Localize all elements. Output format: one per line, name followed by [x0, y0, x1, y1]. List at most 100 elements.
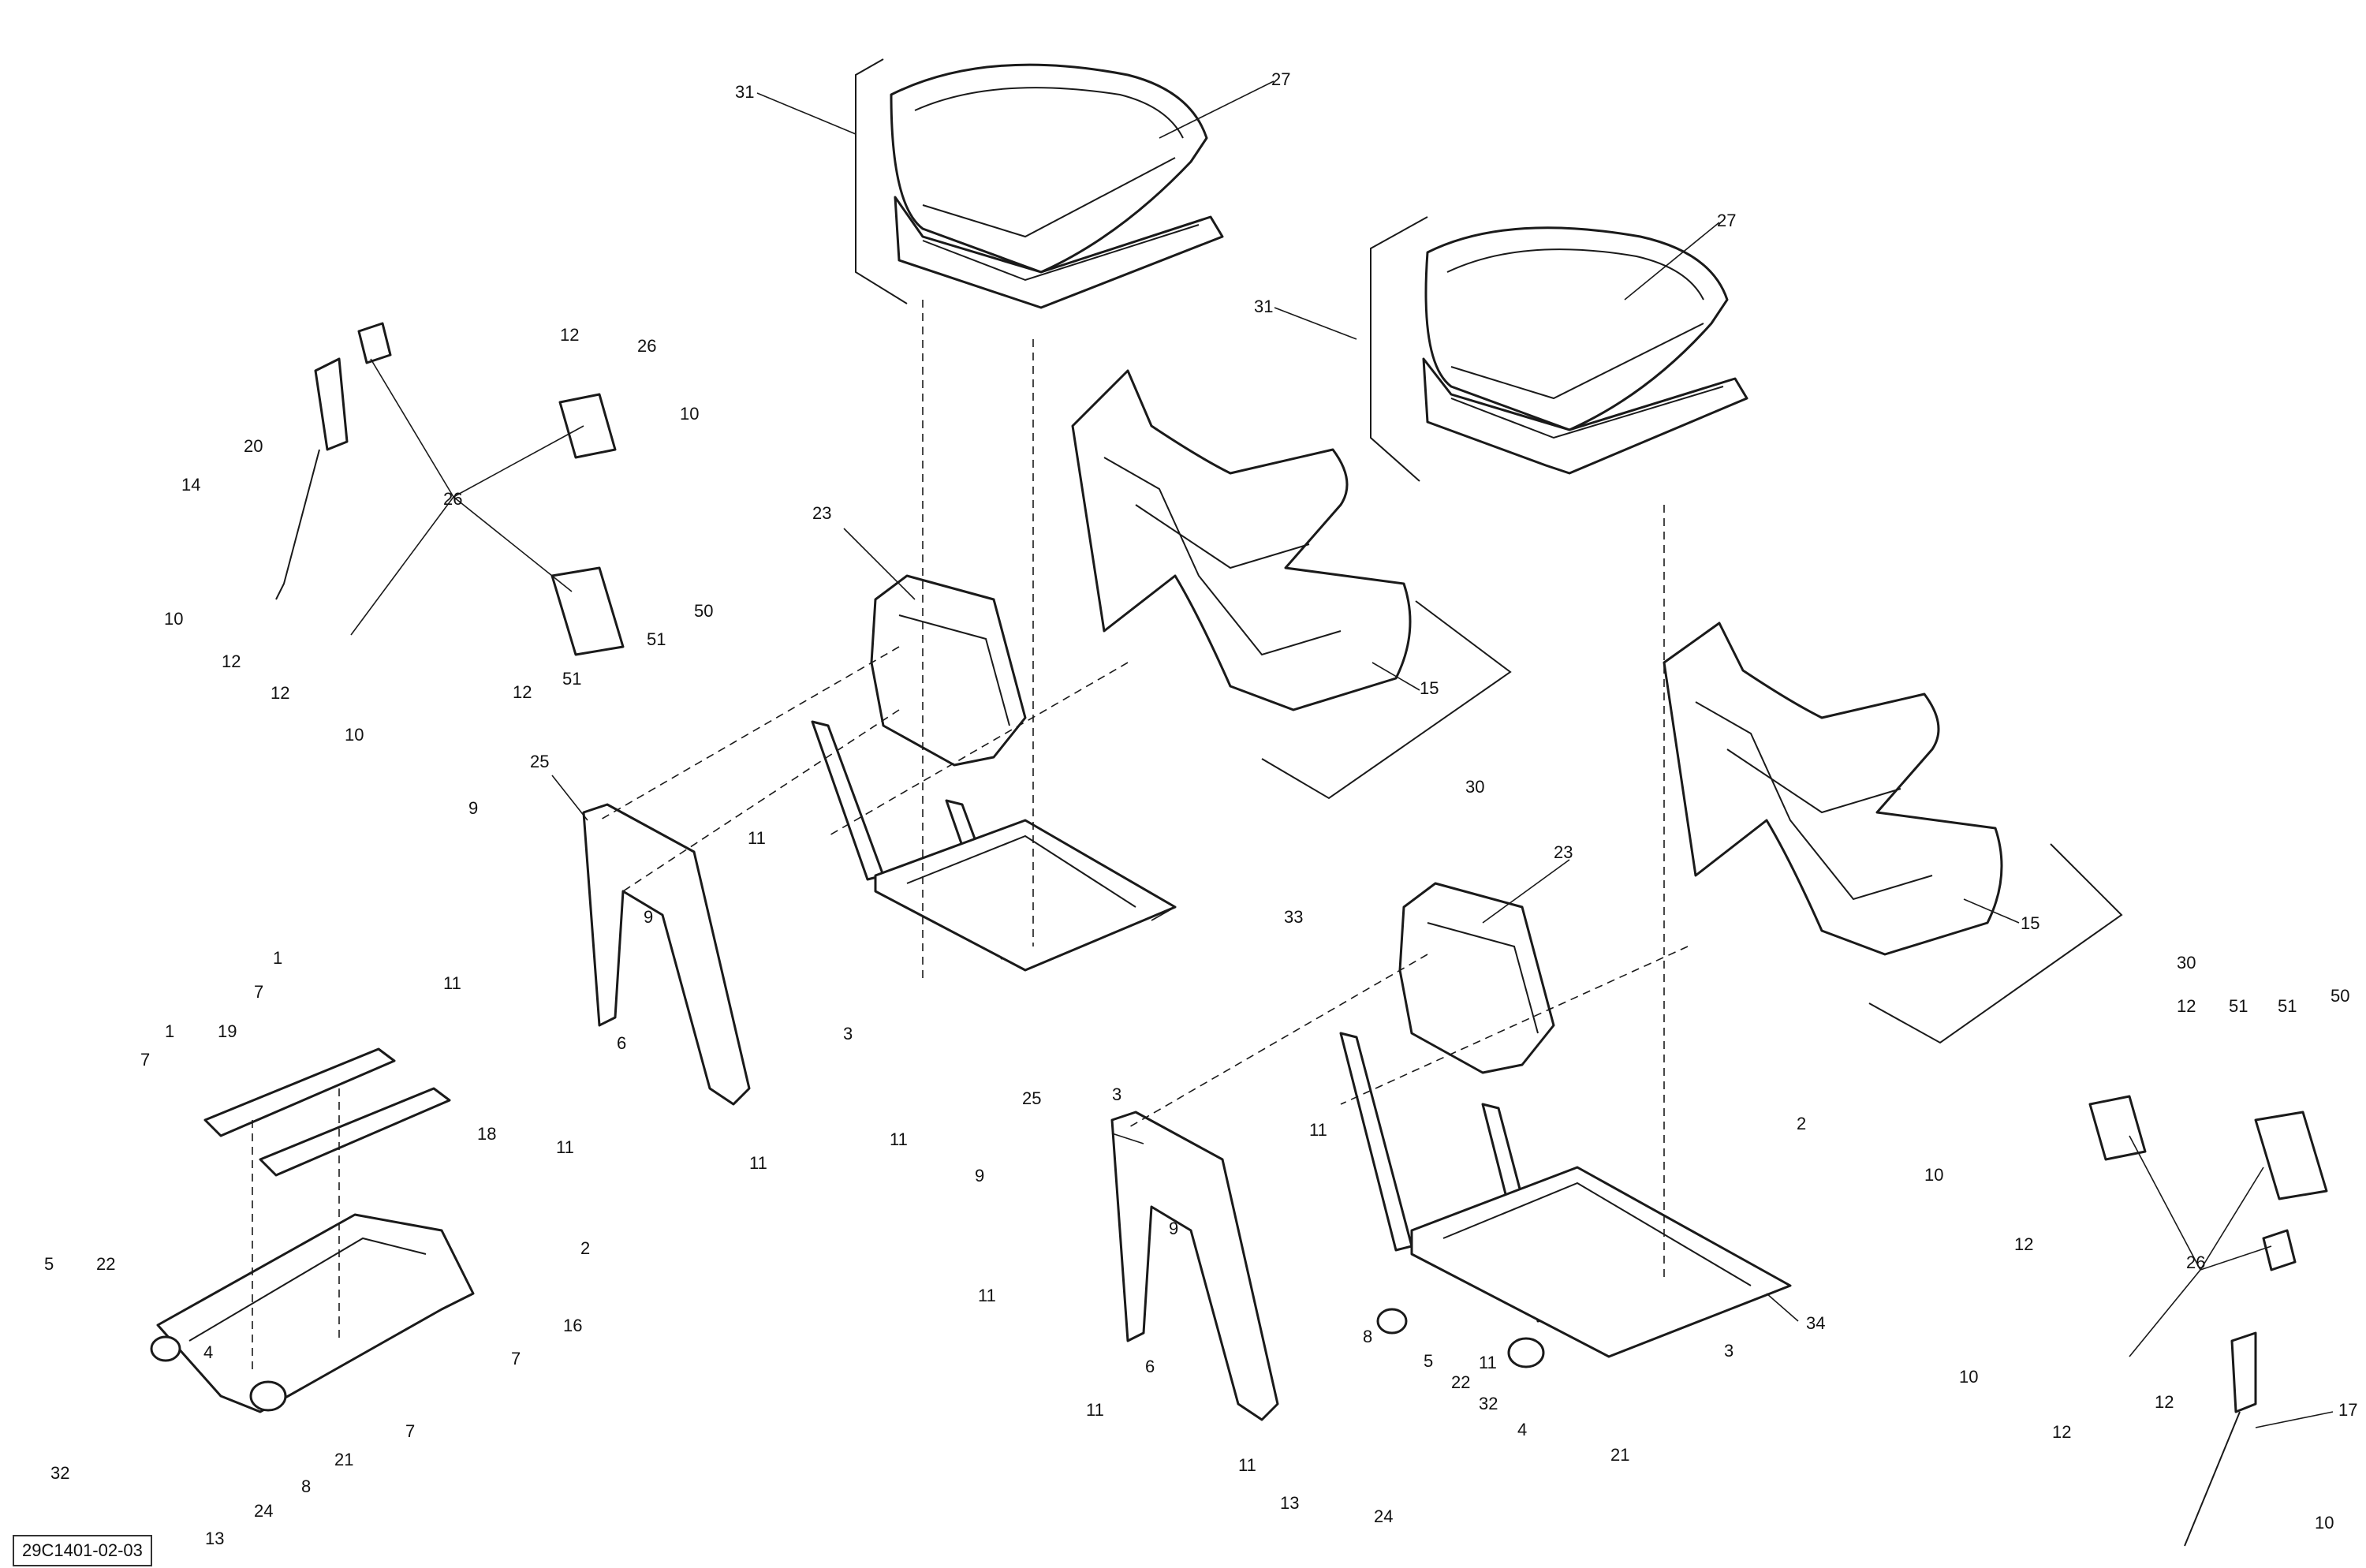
- callout-12-g: 12: [2052, 1422, 2071, 1442]
- bushing-right: [1376, 1308, 1545, 1368]
- diagram-reference-code: 29C1401-02-03: [13, 1535, 152, 1566]
- callout-11-c: 11: [556, 1137, 574, 1157]
- callout-6-right: 6: [1145, 1357, 1155, 1376]
- callout-7-b: 7: [140, 1050, 150, 1070]
- callout-3-b: 3: [1112, 1085, 1121, 1104]
- callout-32-left: 32: [50, 1463, 69, 1483]
- callout-27-left: 27: [1271, 69, 1290, 89]
- slider-base-assembly: [156, 1047, 475, 1413]
- group-brackets: [855, 58, 2123, 1044]
- callout-50-a: 50: [694, 601, 713, 621]
- callout-51-b: 51: [647, 629, 666, 649]
- callout-2-right: 2: [1797, 1114, 1806, 1133]
- callout-12-a: 12: [560, 325, 579, 345]
- callout-1-a: 1: [273, 948, 282, 968]
- support-pad-left: [870, 574, 1027, 767]
- callout-5-left: 5: [44, 1254, 54, 1274]
- callout-12-c: 12: [271, 683, 289, 703]
- callout-25-right: 25: [1022, 1088, 1041, 1108]
- seat-cushion-left: [890, 63, 1224, 309]
- callout-11-j: 11: [1238, 1455, 1256, 1475]
- seat-back-right: [1663, 622, 2003, 956]
- callout-7-d: 7: [405, 1421, 415, 1441]
- callout-51-a: 51: [562, 669, 581, 689]
- callout-4-left: 4: [203, 1342, 213, 1362]
- callout-8-left: 8: [301, 1477, 311, 1496]
- seat-belt-buckle-right: [2184, 1331, 2257, 1547]
- seat-belt-retractor-left: [558, 393, 617, 459]
- callout-9-d: 9: [1169, 1219, 1178, 1238]
- callout-26-right: 26: [2186, 1253, 2205, 1272]
- callout-7-c: 7: [511, 1349, 521, 1368]
- callout-9-b: 9: [644, 907, 653, 927]
- seat-belt-latch-right: [2262, 1229, 2297, 1271]
- guide-plate-left: [550, 566, 625, 656]
- guide-plate-right: [2254, 1111, 2328, 1200]
- callout-34: 34: [1806, 1313, 1825, 1333]
- callout-12-h: 12: [2155, 1392, 2174, 1412]
- callout-23-right: 23: [1554, 842, 1573, 862]
- callout-9-a: 9: [468, 798, 478, 818]
- callout-10-e: 10: [1959, 1367, 1978, 1387]
- callout-20: 20: [244, 436, 263, 456]
- callout-7-a: 7: [254, 982, 263, 1002]
- callout-12-f: 12: [2014, 1234, 2033, 1254]
- callout-15-right: 15: [2021, 913, 2039, 933]
- callout-51-d: 51: [2278, 996, 2297, 1016]
- callout-12-e: 12: [2177, 996, 2196, 1016]
- callout-17: 17: [2338, 1400, 2357, 1420]
- callout-10-a: 10: [680, 404, 699, 424]
- seat-rail-left: [582, 803, 751, 1106]
- callout-11-b: 11: [443, 973, 461, 993]
- callout-5-right: 5: [1424, 1351, 1433, 1371]
- callout-11-g: 11: [978, 1286, 996, 1305]
- seat-belt-retractor-right: [2088, 1095, 2147, 1161]
- callout-3-a: 3: [843, 1024, 853, 1043]
- callout-51-c: 51: [2229, 996, 2248, 1016]
- callout-30-right: 30: [2177, 953, 2196, 973]
- callout-11-d: 11: [749, 1153, 767, 1173]
- callout-11-f: 11: [1309, 1120, 1327, 1140]
- callout-12-b: 12: [222, 651, 241, 671]
- callout-11-h: 11: [1479, 1353, 1497, 1372]
- callout-21-left: 21: [334, 1450, 353, 1469]
- seat-back-left: [1071, 369, 1412, 711]
- callout-11-a: 11: [748, 828, 766, 848]
- callout-26-top: 26: [637, 336, 656, 356]
- callout-31-left: 31: [735, 82, 754, 102]
- callout-33: 33: [1284, 907, 1303, 927]
- callout-27-right: 27: [1717, 211, 1736, 230]
- callout-8-right: 8: [1363, 1327, 1372, 1346]
- callout-15-left: 15: [1420, 678, 1439, 698]
- callout-18: 18: [477, 1124, 496, 1144]
- leader-lines: [350, 80, 2334, 1428]
- callout-32-right: 32: [1479, 1394, 1498, 1413]
- callout-6-left: 6: [617, 1033, 626, 1053]
- callout-23-left: 23: [812, 503, 831, 523]
- callout-22-right: 22: [1451, 1372, 1470, 1392]
- callout-3-c: 3: [1724, 1341, 1733, 1361]
- callout-4-right: 4: [1517, 1420, 1527, 1439]
- callout-30-left: 30: [1465, 777, 1484, 797]
- alignment-lines: [252, 300, 1689, 1372]
- callout-16: 16: [563, 1316, 582, 1335]
- callout-1-b: 1: [165, 1021, 174, 1041]
- callout-labels: 31 27 31 27 26 26 12 10 20 14 10 12 12 1…: [44, 69, 2357, 1548]
- callout-22-left: 22: [96, 1254, 115, 1274]
- seat-rail-right: [1110, 1111, 1279, 1421]
- seat-frame-left: [811, 720, 1177, 972]
- seat-belt-latch-left: [357, 322, 392, 364]
- seat-cushion-right: [1422, 226, 1748, 475]
- callout-10-d: 10: [1924, 1165, 1943, 1185]
- callout-25-left: 25: [530, 752, 549, 771]
- callout-10-b: 10: [164, 609, 183, 629]
- bushing-left: [150, 1335, 287, 1412]
- callout-21-right: 21: [1610, 1445, 1629, 1465]
- callout-26-left: 26: [443, 489, 462, 509]
- callout-31-right: 31: [1254, 297, 1273, 316]
- callout-9-c: 9: [975, 1166, 984, 1185]
- callout-2-left: 2: [580, 1238, 590, 1258]
- callout-10-f: 10: [2315, 1513, 2334, 1533]
- callout-24-left: 24: [254, 1501, 273, 1521]
